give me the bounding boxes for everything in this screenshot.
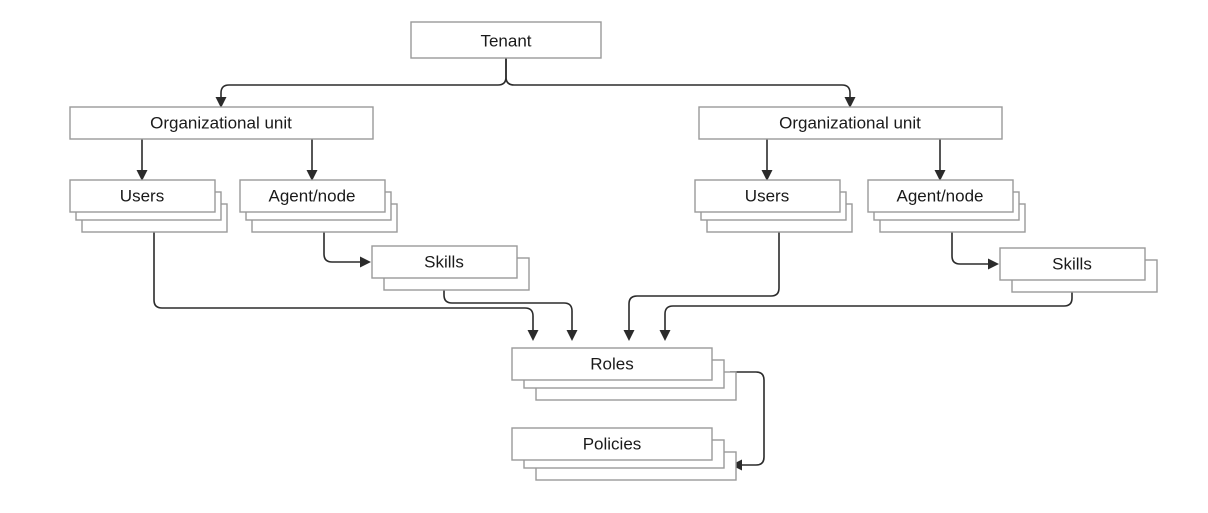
node-agent-right[interactable]: Agent/node [867, 179, 1026, 233]
node-agent-left[interactable]: Agent/node [239, 179, 398, 233]
edge-tenant-to-ou-right [505, 58, 856, 108]
edge-skills-left-to-roles [443, 290, 578, 341]
edge-ou-left-to-users-left [136, 139, 148, 181]
node-users-left[interactable]: Users [69, 179, 228, 233]
node-users-left-box [69, 179, 216, 213]
node-tenant[interactable]: Tenant [410, 21, 602, 59]
node-policies[interactable]: Policies [511, 427, 737, 481]
node-policies-label: Policies [583, 435, 642, 454]
node-ou-right-label: Organizational unit [779, 114, 921, 133]
node-tenant-box [410, 21, 602, 59]
node-skills-right-box [999, 247, 1146, 281]
node-users-right-box [694, 179, 841, 213]
edge-users-right-to-roles [623, 232, 780, 341]
node-users-right[interactable]: Users [694, 179, 853, 233]
node-ou-right-box [698, 106, 1003, 140]
node-roles-box [511, 347, 713, 381]
node-skills-right[interactable]: Skills [999, 247, 1158, 293]
edge-users-left-to-roles [153, 232, 539, 341]
node-agent-left-box [239, 179, 386, 213]
node-tenant-label: Tenant [480, 32, 531, 51]
node-skills-right-label: Skills [1052, 255, 1092, 274]
node-agent-right-label: Agent/node [897, 187, 984, 206]
node-ou-left-label: Organizational unit [150, 114, 292, 133]
edge-agent-right-to-skills-right [951, 232, 999, 270]
edge-tenant-to-ou-left [215, 58, 507, 108]
connector-layer [136, 58, 1073, 471]
node-users-right-label: Users [745, 187, 789, 206]
node-users-left-label: Users [120, 187, 164, 206]
edge-ou-left-to-agent-left [306, 139, 318, 181]
node-skills-left-label: Skills [424, 253, 464, 272]
node-policies-box [511, 427, 713, 461]
edge-agent-left-to-skills-left [323, 232, 371, 268]
node-ou-left[interactable]: Organizational unit [69, 106, 374, 140]
edge-ou-right-to-users-right [761, 139, 773, 181]
node-roles-label: Roles [590, 355, 633, 374]
node-agent-right-box [867, 179, 1014, 213]
edge-skills-right-to-roles [659, 292, 1073, 341]
node-skills-left[interactable]: Skills [371, 245, 530, 291]
node-ou-left-box [69, 106, 374, 140]
node-roles[interactable]: Roles [511, 347, 737, 401]
node-ou-right[interactable]: Organizational unit [698, 106, 1003, 140]
edge-ou-right-to-agent-right [934, 139, 946, 181]
node-agent-left-label: Agent/node [269, 187, 356, 206]
node-skills-left-box [371, 245, 518, 279]
